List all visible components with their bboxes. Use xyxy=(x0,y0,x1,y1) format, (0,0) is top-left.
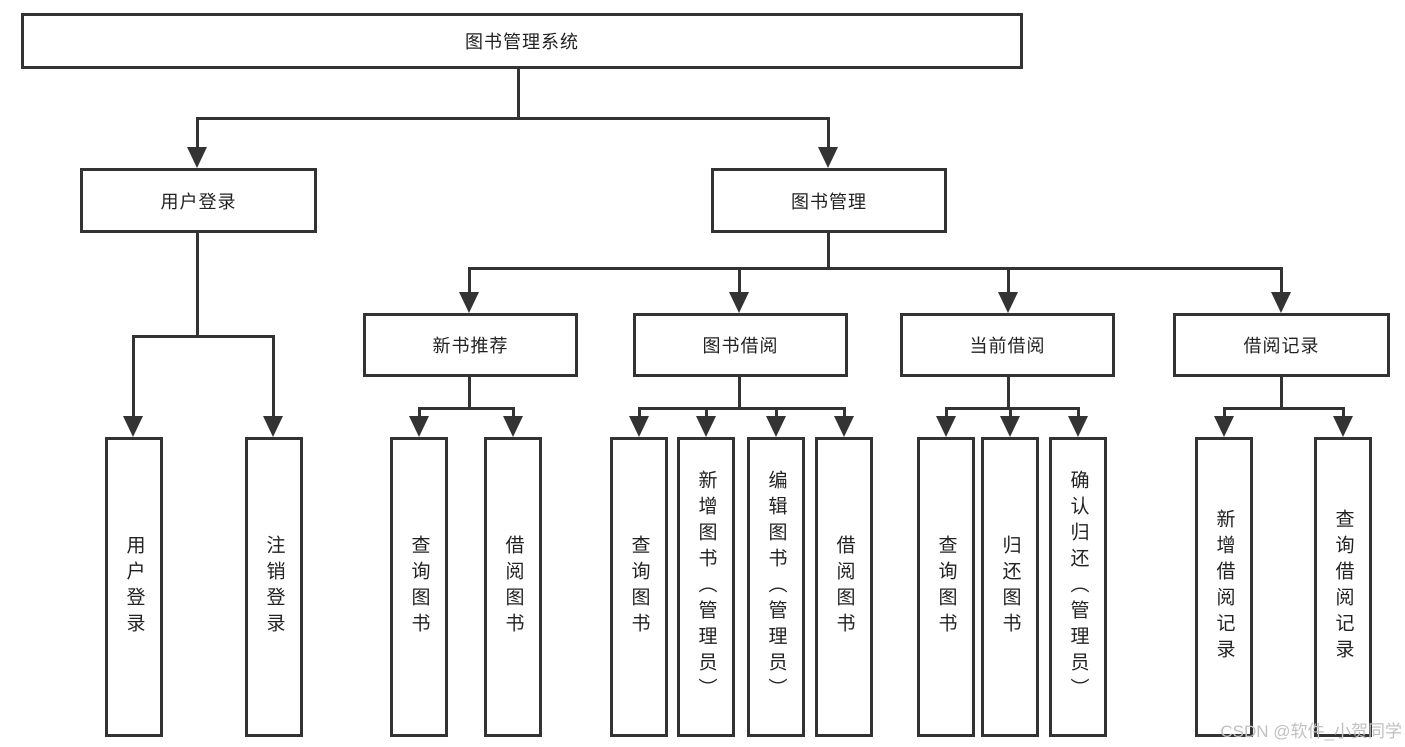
connector-line xyxy=(775,407,778,419)
node-current-borrowing: 当前借阅 xyxy=(900,313,1115,377)
arrow-down-icon xyxy=(503,416,523,437)
node-label: 借阅记录 xyxy=(1243,336,1320,356)
connector-line xyxy=(638,407,641,419)
connector-line xyxy=(1077,407,1080,419)
connector-line xyxy=(196,117,830,120)
watermark: CSDN @软件_小贺同学 xyxy=(1220,722,1402,741)
leaf-return-books: 归还图书 xyxy=(981,437,1039,737)
node-label: 用户登录 xyxy=(123,535,145,639)
arrow-down-icon xyxy=(729,292,749,313)
arrow-down-icon xyxy=(459,292,479,313)
connector-line xyxy=(1007,267,1010,295)
arrow-down-icon xyxy=(1271,292,1291,313)
node-label: 借阅图书 xyxy=(502,535,524,639)
leaf-query-books: 查询图书 xyxy=(390,437,448,737)
connector-line xyxy=(132,335,135,419)
connector-line xyxy=(1280,377,1283,410)
node-label: 编辑图书（管理员） xyxy=(765,470,787,704)
leaf-borrow-books-2: 借阅图书 xyxy=(815,437,873,737)
arrow-down-icon xyxy=(123,416,143,437)
connector-line xyxy=(843,407,846,419)
node-user-login: 用户登录 xyxy=(80,168,317,233)
arrow-down-icon xyxy=(1214,416,1234,437)
leaf-add-books-admin: 新增图书（管理员） xyxy=(677,437,735,737)
node-label: 注销登录 xyxy=(263,535,285,639)
connector-line xyxy=(827,117,830,150)
connector-line xyxy=(738,267,741,295)
connector-line xyxy=(272,335,275,419)
arrow-down-icon xyxy=(834,416,854,437)
node-label: 查询图书 xyxy=(628,535,650,639)
node-label: 归还图书 xyxy=(999,535,1021,639)
node-book-borrowing: 图书借阅 xyxy=(633,313,848,377)
connector-line xyxy=(512,407,515,419)
connector-line xyxy=(132,335,275,338)
leaf-borrow-books: 借阅图书 xyxy=(484,437,542,737)
leaf-user-login: 用户登录 xyxy=(105,437,163,737)
node-label: 当前借阅 xyxy=(969,336,1046,356)
connector-line xyxy=(468,267,1283,270)
leaf-query-books-3: 查询图书 xyxy=(917,437,975,737)
node-label: 新增图书（管理员） xyxy=(695,470,717,704)
arrow-down-icon xyxy=(1333,416,1353,437)
node-label: 图书管理 xyxy=(791,191,867,212)
arrow-down-icon xyxy=(936,416,956,437)
node-label: 借阅图书 xyxy=(833,535,855,639)
connector-line xyxy=(517,69,520,120)
connector-line xyxy=(945,407,948,419)
connector-line xyxy=(468,377,471,410)
leaf-query-books-2: 查询图书 xyxy=(610,437,668,737)
leaf-add-borrow-record: 新增借阅记录 xyxy=(1195,437,1253,737)
leaf-edit-books-admin: 编辑图书（管理员） xyxy=(747,437,805,737)
leaf-logout-login: 注销登录 xyxy=(245,437,303,737)
connector-line xyxy=(418,407,421,419)
arrow-down-icon xyxy=(187,147,207,168)
arrow-down-icon xyxy=(696,416,716,437)
leaf-confirm-return-admin: 确认归还（管理员） xyxy=(1049,437,1107,737)
connector-line xyxy=(1223,407,1226,419)
connector-line xyxy=(196,233,199,338)
connector-line xyxy=(827,233,830,270)
node-label: 查询借阅记录 xyxy=(1332,509,1354,665)
arrow-down-icon xyxy=(629,416,649,437)
connector-line xyxy=(1342,407,1345,419)
arrow-down-icon xyxy=(998,292,1018,313)
node-label: 新增借阅记录 xyxy=(1213,509,1235,665)
connector-line xyxy=(705,407,708,419)
connector-line xyxy=(418,407,515,410)
node-book-management: 图书管理 xyxy=(711,168,947,233)
node-library-management-system: 图书管理系统 xyxy=(21,13,1023,69)
connector-line xyxy=(1007,377,1010,410)
connector-line xyxy=(638,407,846,410)
node-label: 确认归还（管理员） xyxy=(1067,470,1089,704)
node-new-book-recommendation: 新书推荐 xyxy=(363,313,578,377)
arrow-down-icon xyxy=(1068,416,1088,437)
connector-line xyxy=(1223,407,1344,410)
arrow-down-icon xyxy=(263,416,283,437)
node-label: 查询图书 xyxy=(408,535,430,639)
node-label: 图书借阅 xyxy=(702,336,779,356)
node-borrowing-records: 借阅记录 xyxy=(1173,313,1390,377)
node-label: 查询图书 xyxy=(935,535,957,639)
connector-line xyxy=(468,267,471,295)
connector-line xyxy=(1009,407,1012,419)
connector-line xyxy=(1280,267,1283,295)
connector-line xyxy=(738,377,741,410)
node-label: 用户登录 xyxy=(160,191,237,212)
arrow-down-icon xyxy=(766,416,786,437)
connector-line xyxy=(945,407,1080,410)
leaf-query-borrow-record: 查询借阅记录 xyxy=(1314,437,1372,737)
connector-line xyxy=(196,117,199,150)
arrow-down-icon xyxy=(818,147,838,168)
arrow-down-icon xyxy=(409,416,429,437)
node-label: 图书管理系统 xyxy=(465,32,579,52)
arrow-down-icon xyxy=(1000,416,1020,437)
node-label: 新书推荐 xyxy=(432,336,509,356)
